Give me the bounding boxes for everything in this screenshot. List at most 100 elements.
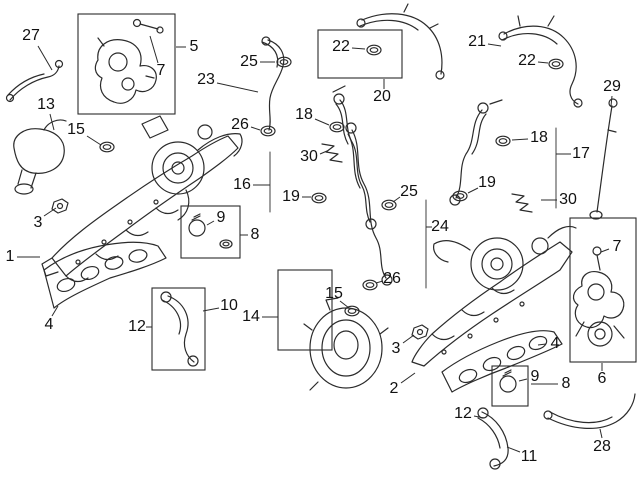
leader-line-9-right [518, 378, 528, 382]
right-actuator-drawing [572, 246, 625, 347]
callout-30-right: 30 [559, 191, 577, 208]
leader-line-13 [49, 113, 55, 131]
leader-line-28 [599, 428, 603, 439]
callout-13: 13 [37, 96, 55, 113]
callout-4-left: 4 [44, 316, 54, 333]
leader-line-7-right [600, 248, 610, 253]
callout-2: 2 [389, 380, 399, 397]
group-box-12-left [151, 287, 206, 371]
callout-28: 28 [593, 438, 611, 455]
oil-pipe-16-drawing [332, 85, 377, 230]
callout-22-mid: 22 [332, 38, 350, 55]
leader-line-29 [610, 95, 613, 107]
callout-26-right: 26 [383, 270, 401, 287]
callout-29: 29 [603, 78, 621, 95]
callout-27: 27 [22, 27, 40, 44]
callout-24: 24 [431, 218, 449, 235]
callout-3-left: 3 [33, 214, 43, 231]
group-box-9-left [180, 205, 241, 259]
leader-line-23 [216, 82, 259, 93]
callout-9-right: 9 [530, 368, 540, 385]
coolant-hose-20-drawing [356, 3, 445, 80]
callout-17: 17 [572, 145, 590, 162]
coolant-pipe-24-drawing [345, 122, 393, 286]
callout-16: 16 [233, 176, 251, 193]
left-actuator-drawing [94, 18, 164, 104]
callout-25-top: 25 [240, 53, 258, 70]
leader-line-9-left [206, 220, 215, 226]
group-box-5 [77, 13, 176, 115]
leader-line-26-right [375, 280, 384, 284]
bracket-30-left-drawing [321, 143, 343, 163]
leader-line-22-mid [351, 47, 366, 50]
hose-10-drawing [160, 291, 199, 367]
callout-4-right: 4 [550, 335, 560, 352]
drain-hose-28-drawing [543, 393, 636, 429]
callout-30-top: 30 [300, 148, 318, 165]
leader-line-18-right [511, 138, 529, 141]
leader-line-4-right [537, 343, 547, 346]
leader-line-15-left [86, 135, 102, 146]
callout-6: 6 [597, 370, 607, 387]
callout-8-left: 8 [250, 226, 260, 243]
left-manifold-turbo-drawing [41, 115, 243, 283]
right-gasket-drawing [441, 330, 563, 393]
callout-21: 21 [468, 33, 486, 50]
left-gasket-drawing [43, 241, 167, 309]
callout-18-top: 18 [295, 106, 313, 123]
callout-7-right: 7 [612, 238, 622, 255]
callout-20: 20 [373, 88, 391, 105]
leader-line-3-left [43, 207, 57, 217]
bracket-30-right-drawing [511, 193, 533, 213]
breather-hose-27-drawing [5, 59, 64, 103]
intake-pipe-13-drawing [13, 119, 67, 195]
callout-10: 10 [220, 297, 238, 314]
support-tube-29-drawing [589, 98, 618, 220]
leader-line-15-right [339, 300, 350, 309]
leader-line-19-right [467, 187, 479, 194]
leader-line-21 [487, 43, 502, 47]
callout-18-right: 18 [530, 129, 548, 146]
oil-pipe-17-drawing [449, 99, 503, 206]
leader-line-25-right [392, 196, 401, 203]
callout-23: 23 [197, 71, 215, 88]
callout-19-right: 19 [478, 174, 496, 191]
callout-7-left: 7 [156, 62, 166, 79]
leader-line-3-right [402, 334, 415, 344]
group-box-9-right [491, 365, 529, 407]
callout-12-right: 12 [454, 405, 472, 422]
leader-lines [17, 35, 613, 453]
callout-5: 5 [189, 38, 199, 55]
group-box-22 [317, 29, 403, 79]
leader-line-7-left [149, 35, 159, 64]
callout-1: 1 [5, 248, 15, 265]
leader-line-18-top [314, 118, 330, 126]
callout-9-left: 9 [216, 209, 226, 226]
callout-8-right: 8 [561, 375, 571, 392]
callout-14: 14 [242, 308, 260, 325]
callout-15-right: 15 [325, 285, 343, 302]
group-box-14 [277, 269, 333, 351]
leader-line-27 [37, 45, 53, 71]
leader-line-11 [506, 446, 521, 453]
callout-25-right: 25 [400, 183, 418, 200]
leader-line-2 [400, 372, 416, 384]
fitting-8-left-drawing [219, 239, 233, 249]
leader-line-26-top [250, 126, 261, 131]
leader-line-4-left [51, 305, 59, 317]
callout-3-right: 3 [391, 340, 401, 357]
callout-12-left: 12 [128, 318, 146, 335]
group-box-6 [569, 217, 637, 363]
right-manifold-turbo-drawing [411, 225, 577, 367]
leader-line-22-right [537, 61, 549, 64]
callout-19-top: 19 [282, 188, 300, 205]
callout-22-right: 22 [518, 52, 536, 69]
leader-line-10 [202, 307, 220, 312]
coolant-hose-21-drawing [498, 15, 583, 108]
leader-line-12-right [473, 415, 485, 419]
callout-26-top: 26 [231, 116, 249, 133]
callout-15-left: 15 [67, 121, 85, 138]
